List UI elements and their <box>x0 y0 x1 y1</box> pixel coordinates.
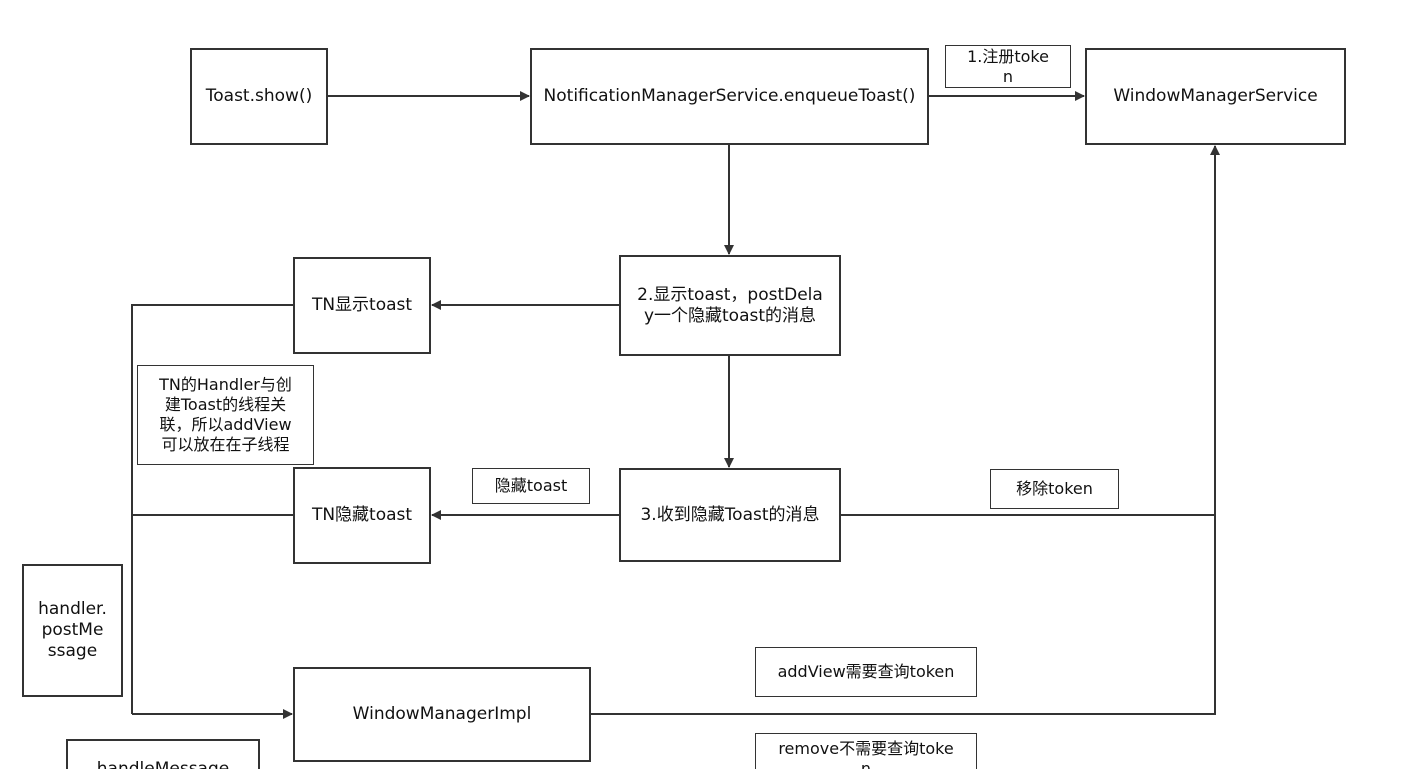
handle-message-node: handleMessage <box>66 739 260 769</box>
tn-hide-node: TN隐藏toast <box>293 467 431 564</box>
line-tn-show-to-wmi <box>131 304 293 714</box>
toast-show-node: Toast.show() <box>190 48 328 145</box>
step2-node: 2.显示toast，postDela y一个隐藏toast的消息 <box>619 255 841 356</box>
register-token-label: 1.注册toke n <box>945 45 1071 88</box>
line-wmi-to-wms <box>590 515 1216 715</box>
addview-token-label: addView需要查询token <box>755 647 977 697</box>
window-manager-impl-node: WindowManagerImpl <box>293 667 591 762</box>
tn-show-node: TN显示toast <box>293 257 431 354</box>
step3-node: 3.收到隐藏Toast的消息 <box>619 468 841 562</box>
hide-toast-label: 隐藏toast <box>472 468 590 504</box>
nms-enqueue-node: NotificationManagerService.enqueueToast(… <box>530 48 929 145</box>
remove-no-token-label: remove不需要查询toke n <box>755 733 977 769</box>
arrow-step3-to-wms <box>839 145 1220 516</box>
wms-node: WindowManagerService <box>1085 48 1346 145</box>
handler-note: TN的Handler与创 建Toast的线程关 联，所以addView 可以放在… <box>137 365 314 465</box>
handler-postmessage-node: handler. postMe ssage <box>22 564 123 697</box>
remove-token-label: 移除token <box>990 469 1119 509</box>
